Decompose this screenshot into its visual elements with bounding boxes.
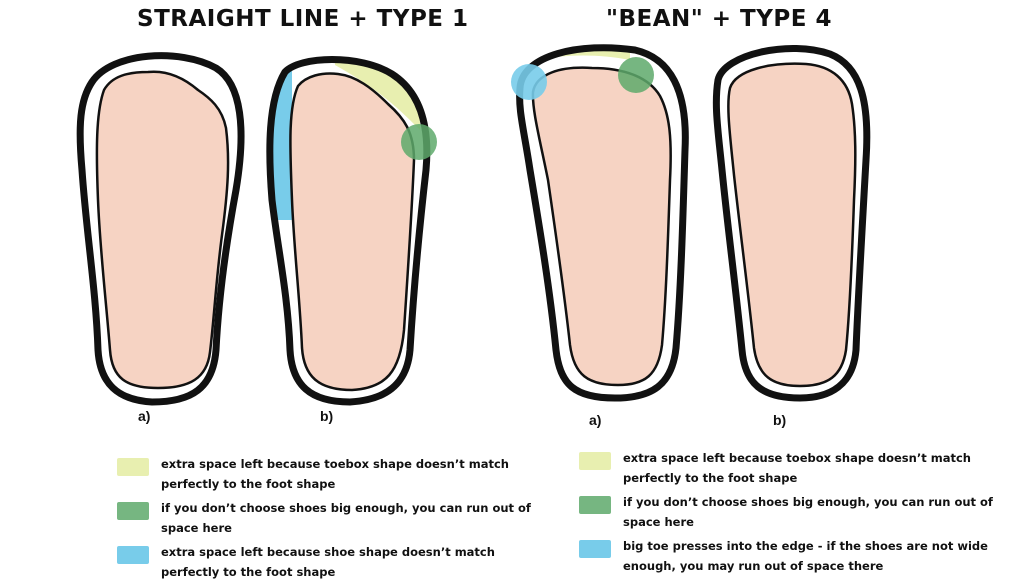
blue-swatch — [579, 540, 611, 558]
green-pressure-point — [618, 57, 654, 93]
green-pressure-point — [401, 124, 437, 160]
label-left-a: a) — [138, 408, 151, 424]
shoe-outline — [266, 56, 431, 406]
legend-text: if you don’t choose shoes big enough, yo… — [623, 495, 993, 529]
label-right-a: a) — [589, 412, 602, 428]
legend-text: if you don’t choose shoes big enough, yo… — [161, 501, 531, 535]
foot-left-a — [76, 52, 245, 406]
legend-text: extra space left because shoe shape does… — [161, 545, 495, 579]
legend-item: extra space left because toebox shape do… — [117, 452, 557, 496]
legend-item: big toe presses into the edge - if the s… — [579, 534, 1019, 578]
foot-right-b — [712, 45, 871, 402]
legend-item: extra space left because toebox shape do… — [579, 446, 1019, 490]
foot-left-b — [266, 56, 437, 406]
legend-text: extra space left because toebox shape do… — [161, 457, 509, 491]
blue-swatch — [117, 546, 149, 564]
foot-sole — [289, 72, 416, 392]
green-swatch — [579, 496, 611, 514]
title-straight-line-type-1: STRAIGHT LINE + TYPE 1 — [137, 6, 469, 32]
yellow-swatch — [579, 452, 611, 470]
legend-item: extra space left because shoe shape does… — [117, 540, 557, 584]
legend-left: extra space left because toebox shape do… — [117, 452, 557, 584]
legend-item: if you don’t choose shoes big enough, yo… — [117, 496, 557, 540]
label-left-b: b) — [320, 408, 334, 424]
foot-sole — [95, 70, 230, 390]
foot-right-a — [511, 44, 689, 402]
label-right-b: b) — [773, 412, 787, 428]
foot-sole — [727, 62, 857, 388]
legend-item: if you don’t choose shoes big enough, yo… — [579, 490, 1019, 534]
green-swatch — [117, 502, 149, 520]
yellow-swatch — [117, 458, 149, 476]
legend-text: big toe presses into the edge - if the s… — [623, 539, 988, 573]
blue-pressure-point — [511, 64, 547, 100]
title-bean-type-4: "BEAN" + TYPE 4 — [606, 6, 832, 32]
legend-right: extra space left because toebox shape do… — [579, 446, 1019, 578]
shoe-outline — [516, 44, 689, 402]
legend-text: extra space left because toebox shape do… — [623, 451, 971, 485]
